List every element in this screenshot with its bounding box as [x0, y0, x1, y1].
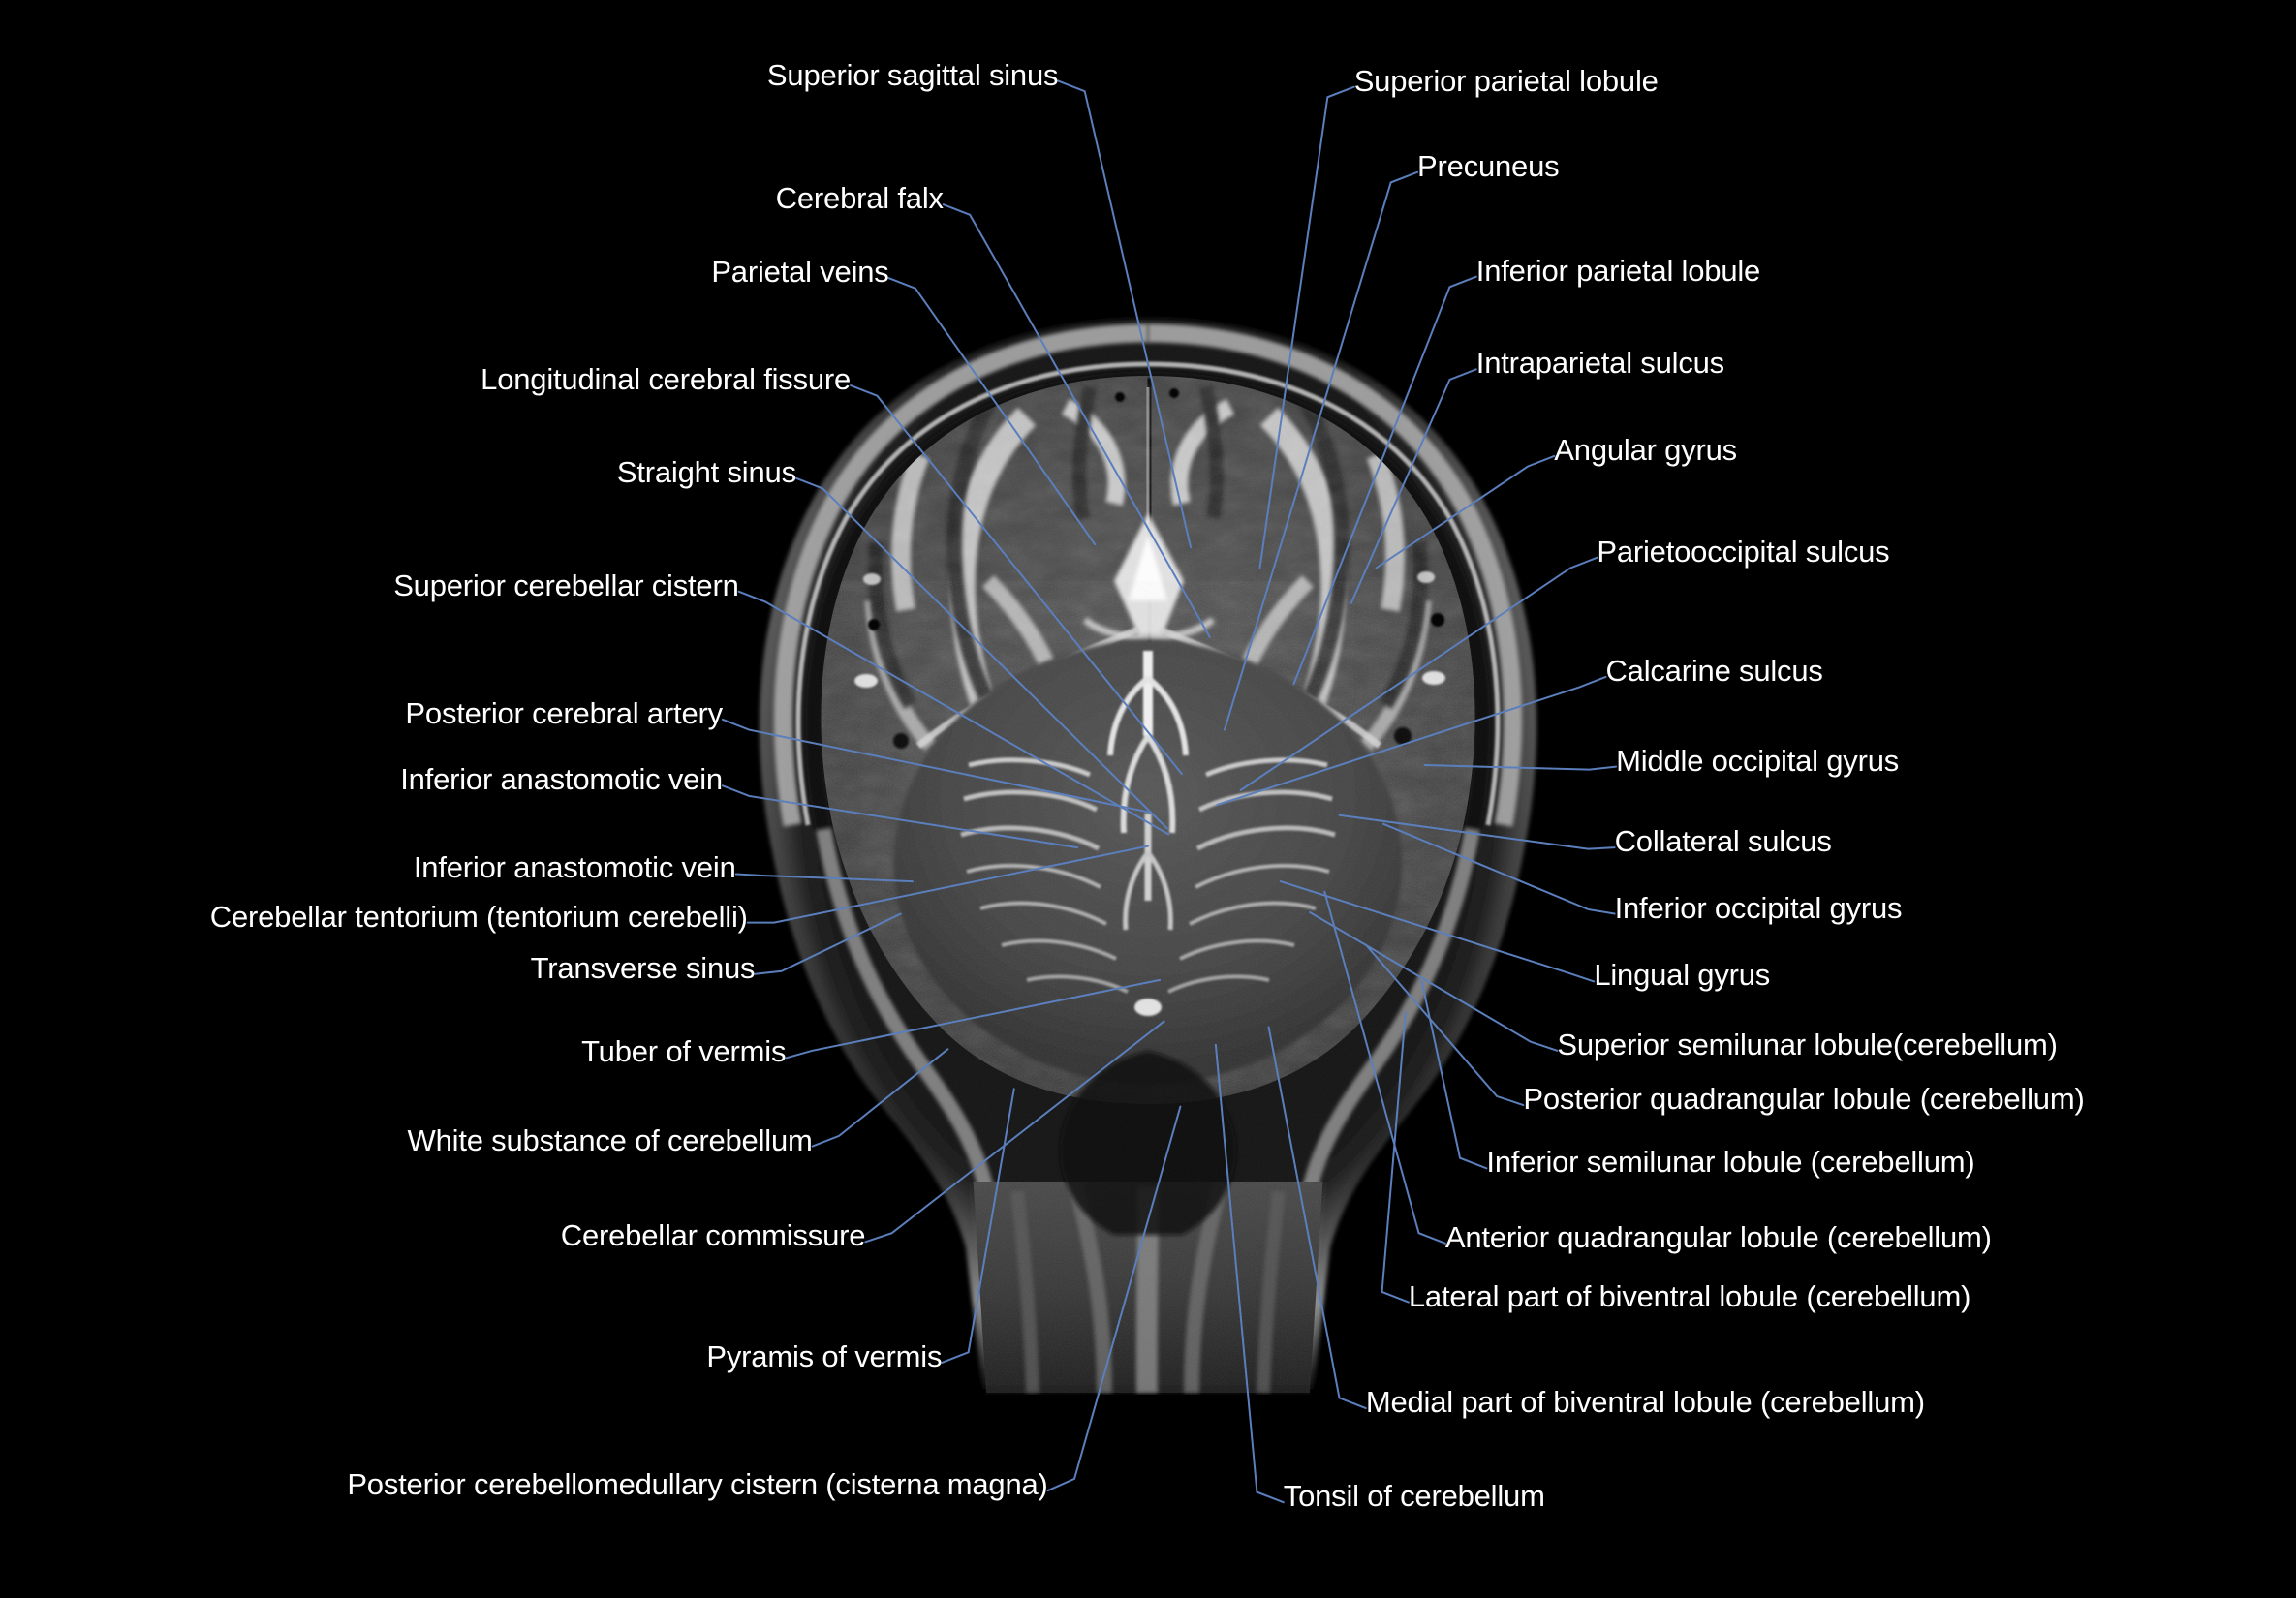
label-inferior-parietal-lobule: Inferior parietal lobule [1475, 253, 1761, 288]
label-superior-semilunar-lobule: Superior semilunar lobule(cerebellum) [1557, 1027, 2058, 1061]
label-inferior-anastomotic-vein-2: Inferior anastomotic vein [413, 850, 736, 885]
label-transverse-sinus: Transverse sinus [530, 950, 756, 985]
label-precuneus: Precuneus [1417, 148, 1560, 183]
label-parietooccipital-sulcus: Parietooccipital sulcus [1597, 534, 1890, 569]
label-lingual-gyrus: Lingual gyrus [1594, 958, 1771, 993]
label-pyramis-of-vermis: Pyramis of vermis [706, 1338, 943, 1373]
label-lateral-part-of-biventral-lobule: Lateral part of biventral lobule (cerebe… [1408, 1278, 1971, 1313]
label-straight-sinus: Straight sinus [616, 454, 796, 489]
label-posterior-cerebellomedullary-cistern: Posterior cerebellomedullary cistern (ci… [347, 1467, 1048, 1502]
label-posterior-quadrangular-lobule: Posterior quadrangular lobule (cerebellu… [1523, 1082, 2085, 1117]
label-cerebellar-tentorium: Cerebellar tentorium (tentorium cerebell… [209, 899, 748, 934]
label-inferior-semilunar-lobule: Inferior semilunar lobule (cerebellum) [1486, 1145, 1975, 1180]
label-posterior-cerebral-artery: Posterior cerebral artery [405, 695, 723, 730]
label-angular-gyrus: Angular gyrus [1554, 432, 1737, 467]
label-middle-occipital-gyrus: Middle occipital gyrus [1616, 743, 1900, 778]
label-superior-sagittal-sinus: Superior sagittal sinus [766, 57, 1059, 92]
label-cerebral-falx: Cerebral falx [775, 181, 944, 216]
label-intraparietal-sulcus: Intraparietal sulcus [1475, 346, 1724, 381]
label-parietal-veins: Parietal veins [711, 255, 889, 290]
label-superior-cerebellar-cistern: Superior cerebellar cistern [393, 568, 739, 602]
label-tuber-of-vermis: Tuber of vermis [581, 1034, 787, 1069]
label-anterior-quadrangular-lobule: Anterior quadrangular lobule (cerebellum… [1444, 1219, 1992, 1254]
label-calcarine-sulcus: Calcarine sulcus [1605, 653, 1823, 688]
label-inferior-anastomotic-vein-1: Inferior anastomotic vein [400, 762, 723, 797]
label-medial-part-of-biventral-lobule: Medial part of biventral lobule (cerebel… [1365, 1385, 1925, 1419]
label-white-substance-of-cerebellum: White substance of cerebellum [407, 1122, 813, 1157]
label-superior-parietal-lobule: Superior parietal lobule [1353, 63, 1659, 98]
label-longitudinal-cerebral-fissure: Longitudinal cerebral fissure [481, 362, 852, 397]
label-collateral-sulcus: Collateral sulcus [1614, 824, 1832, 859]
label-inferior-occipital-gyrus: Inferior occipital gyrus [1614, 890, 1903, 925]
label-tonsil-of-cerebellum: Tonsil of cerebellum [1283, 1479, 1545, 1514]
label-cerebellar-commissure: Cerebellar commissure [560, 1218, 866, 1253]
